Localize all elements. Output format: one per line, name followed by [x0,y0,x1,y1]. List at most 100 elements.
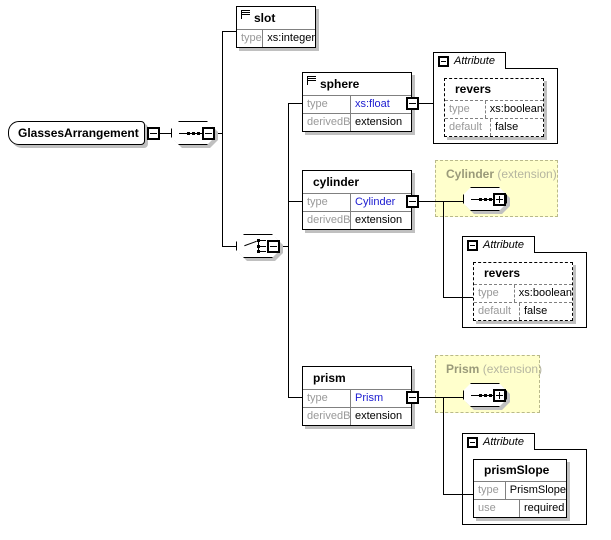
property-row-derivedby: derivedBy extension [303,211,411,229]
property-value: required [524,502,565,514]
attribute-box-revers[interactable]: revers type xs:boolean default false [444,78,544,137]
property-key: type [445,101,486,118]
attribute-panel-tab-label: Attribute [483,239,524,251]
property-key: type [303,390,351,407]
attribute-panel-expander-minus-icon[interactable] [467,437,478,448]
connector-prism-attr-drop [443,397,444,495]
connector-prism-to-attribute [443,494,473,495]
property-key: derivedBy [303,408,351,425]
property-row-type: type Cylinder [303,193,411,211]
element-label-prism: prism [313,371,346,385]
property-row-type: type PrismSlope [474,481,566,499]
cylinder-extension-expander-plus-icon[interactable] [493,193,506,206]
connector-to-slot [222,31,236,32]
property-key: type [474,482,506,499]
element-box-sphere[interactable]: sphere type xs:float derivedBy extension [302,72,412,132]
connector-to-sphere [288,103,302,104]
connector-sphere-to-attribute [419,103,436,104]
connector-choice-stub [280,246,289,247]
connector-cylinder-to-attribute [443,297,473,298]
attribute-label: prismSlope [484,463,550,477]
attribute-name-row: prismSlope [474,460,566,481]
attribute-panel-tab[interactable]: Attribute [462,433,535,450]
property-value: xs:boolean [489,103,543,115]
property-key: derivedBy [303,114,351,131]
prism-extension-expander-plus-icon[interactable] [493,389,506,402]
property-key: default [445,119,491,136]
attribute-label: revers [455,82,492,96]
property-value: extension [355,214,403,226]
property-value-type-link[interactable]: Prism [355,392,384,404]
attribute-panel-tab[interactable]: Attribute [462,236,535,253]
property-row-derivedby: derivedBy extension [303,407,411,425]
property-value: xs:boolean [518,287,572,299]
attribute-panel-expander-minus-icon[interactable] [467,240,478,251]
attribute-panel-tab-label: Attribute [483,436,524,448]
sphere-expander-minus-icon[interactable] [406,97,419,110]
root-expander-minus-icon[interactable] [147,127,160,140]
property-value: false [495,121,519,133]
property-value: xs:integer [267,32,315,44]
extension-group-cylinder: Cylinder (extension) [435,160,558,217]
sequence-lines-icon [307,76,316,85]
property-row-type: type Prism [303,389,411,407]
property-value-type-link[interactable]: xs:float [355,98,390,110]
attribute-name-row: revers [445,79,543,100]
connector-sequence-stub [215,133,223,134]
property-value: false [524,305,548,317]
sequence-lines-icon [241,10,250,19]
attribute-panel-tab[interactable]: Attribute [433,52,506,69]
extension-group-title: Cylinder (extension) [446,167,557,181]
cylinder-expander-minus-icon[interactable] [406,195,419,208]
property-row-type: type xs:boolean [445,100,543,118]
choice-icon [244,239,272,253]
extension-group-kind-label: (extension) [497,167,557,181]
element-label-sphere: sphere [320,77,360,91]
property-key: default [474,303,520,320]
element-box-slot[interactable]: slot type xs:integer [236,6,316,48]
root-element-node[interactable]: GlassesArrangement [8,121,145,145]
property-key: use [474,500,520,517]
property-key: type [474,285,515,302]
connector-to-prism [288,397,302,398]
property-row-use: use required [474,499,566,517]
property-value: extension [355,116,403,128]
property-key: type [303,96,351,113]
extension-group-type-label: Prism [446,362,480,376]
attribute-panel-prism: Attribute prismSlope type PrismSlope use… [462,433,587,525]
property-value: extension [355,410,403,422]
property-value-type-link[interactable]: Cylinder [355,196,396,208]
extension-group-title: Prism (extension) [446,362,542,376]
property-row-type: type xs:boolean [474,284,572,302]
attribute-panel-sphere: Attribute revers type xs:boolean default… [433,52,558,144]
element-name-row-slot: slot [237,7,315,29]
extension-sequence-compositor-prism[interactable] [463,383,510,410]
sequence-expander-minus-icon[interactable] [202,127,215,140]
connector-cylinder-attr-drop [443,201,444,298]
element-name-row-prism: prism [303,367,411,389]
connector-root-to-sequence [160,133,172,134]
property-row-derivedby: derivedBy extension [303,113,411,131]
element-box-prism[interactable]: prism type Prism derivedBy extension [302,366,412,426]
extension-group-kind-label: (extension) [482,362,543,376]
connector-prism-to-extension [419,397,465,398]
root-element-label: GlassesArrangement [18,126,139,140]
connector-sequence-spine [222,31,223,246]
element-box-cylinder[interactable]: cylinder type Cylinder derivedBy extensi… [302,170,412,230]
connector-cylinder-to-extension [419,201,465,202]
extension-group-type-label: Cylinder [446,167,495,181]
element-label-cylinder: cylinder [313,175,360,189]
property-key: type [237,30,264,47]
attribute-panel-expander-minus-icon[interactable] [438,56,449,67]
property-value: PrismSlope [509,484,566,496]
connector-choice-spine [288,103,289,397]
property-row-type: type xs:float [303,95,411,113]
property-row-default: default false [445,118,543,136]
connector-to-cylinder [288,201,302,202]
attribute-box-prismslope[interactable]: prismSlope type PrismSlope use required [473,459,567,518]
choice-expander-minus-icon[interactable] [267,240,280,253]
element-label-slot: slot [254,11,276,25]
attribute-box-revers[interactable]: revers type xs:boolean default false [473,262,573,321]
prism-expander-minus-icon[interactable] [406,391,419,404]
